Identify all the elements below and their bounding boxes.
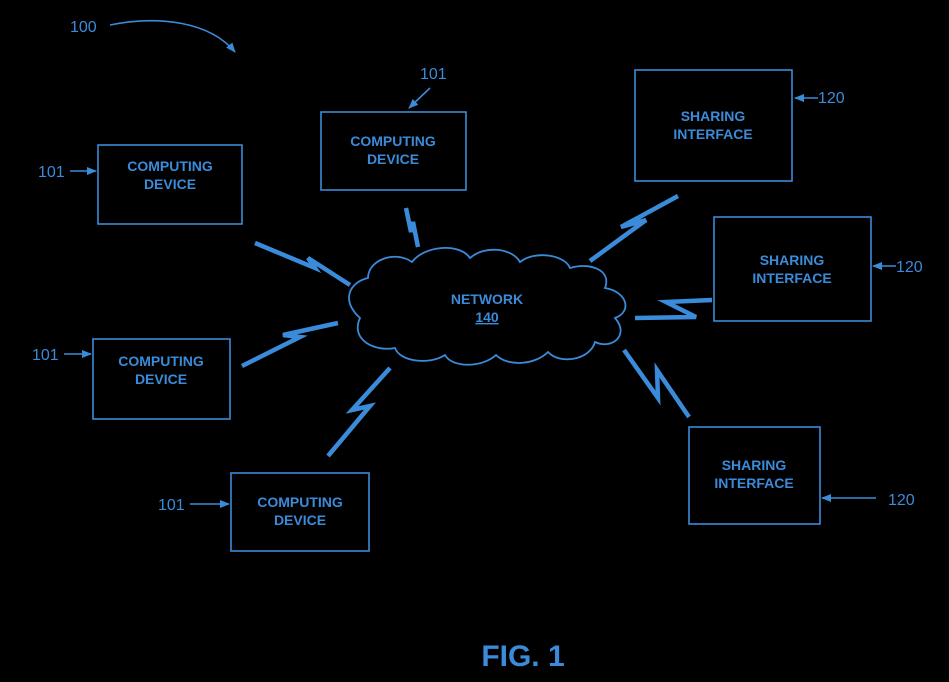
interface-label: SHARING <box>681 108 746 124</box>
device-ref-arrow <box>408 87 431 109</box>
interface-label: INTERFACE <box>673 126 752 142</box>
device-label: DEVICE <box>367 151 419 167</box>
interface-ref-label: 120 <box>888 492 915 509</box>
network-label: NETWORK <box>451 291 523 307</box>
device-label: DEVICE <box>144 176 196 192</box>
interface-ref-label: 120 <box>818 90 845 107</box>
interface-label: SHARING <box>722 457 787 473</box>
device-label: COMPUTING <box>257 494 343 510</box>
device-label: DEVICE <box>274 512 326 528</box>
system-ref-label: 100 <box>70 19 97 36</box>
device-ref-label: 101 <box>158 497 185 514</box>
computing-device-3: COMPUTING DEVICE 101 <box>32 338 231 420</box>
computing-device-1: COMPUTING DEVICE 101 <box>320 66 467 191</box>
computing-device-4: COMPUTING DEVICE 101 <box>158 472 370 552</box>
wireless-link-interface-1 <box>588 194 680 263</box>
device-ref-label: 101 <box>420 66 447 83</box>
sharing-interface-1: SHARING INTERFACE 120 <box>634 69 845 182</box>
device-label: COMPUTING <box>118 353 204 369</box>
interface-label: SHARING <box>760 252 825 268</box>
computing-device-2: COMPUTING DEVICE 101 <box>38 144 243 225</box>
wireless-link-interface-3 <box>622 348 691 419</box>
network-cloud: NETWORK 140 <box>348 247 627 366</box>
device-ref-label: 101 <box>32 347 59 364</box>
interface-label: INTERFACE <box>752 270 831 286</box>
wireless-link-device-2 <box>254 240 352 287</box>
interface-label: INTERFACE <box>714 475 793 491</box>
wireless-link-interface-2 <box>634 297 713 321</box>
sharing-interface-3: SHARING INTERFACE 120 <box>688 426 915 525</box>
sharing-interface-2: SHARING INTERFACE 120 <box>713 216 923 322</box>
network-ref: 140 <box>475 309 499 325</box>
wireless-link-device-1 <box>403 207 421 248</box>
device-ref-label: 101 <box>38 164 65 181</box>
system-ref-arrow <box>109 19 236 53</box>
interface-ref-label: 120 <box>896 259 923 276</box>
wireless-link-device-3 <box>240 320 339 369</box>
device-label: COMPUTING <box>127 158 213 174</box>
figure-caption: FIG. 1 <box>481 640 564 673</box>
device-label: COMPUTING <box>350 133 436 149</box>
device-label: DEVICE <box>135 371 187 387</box>
wireless-link-device-4 <box>326 366 392 458</box>
